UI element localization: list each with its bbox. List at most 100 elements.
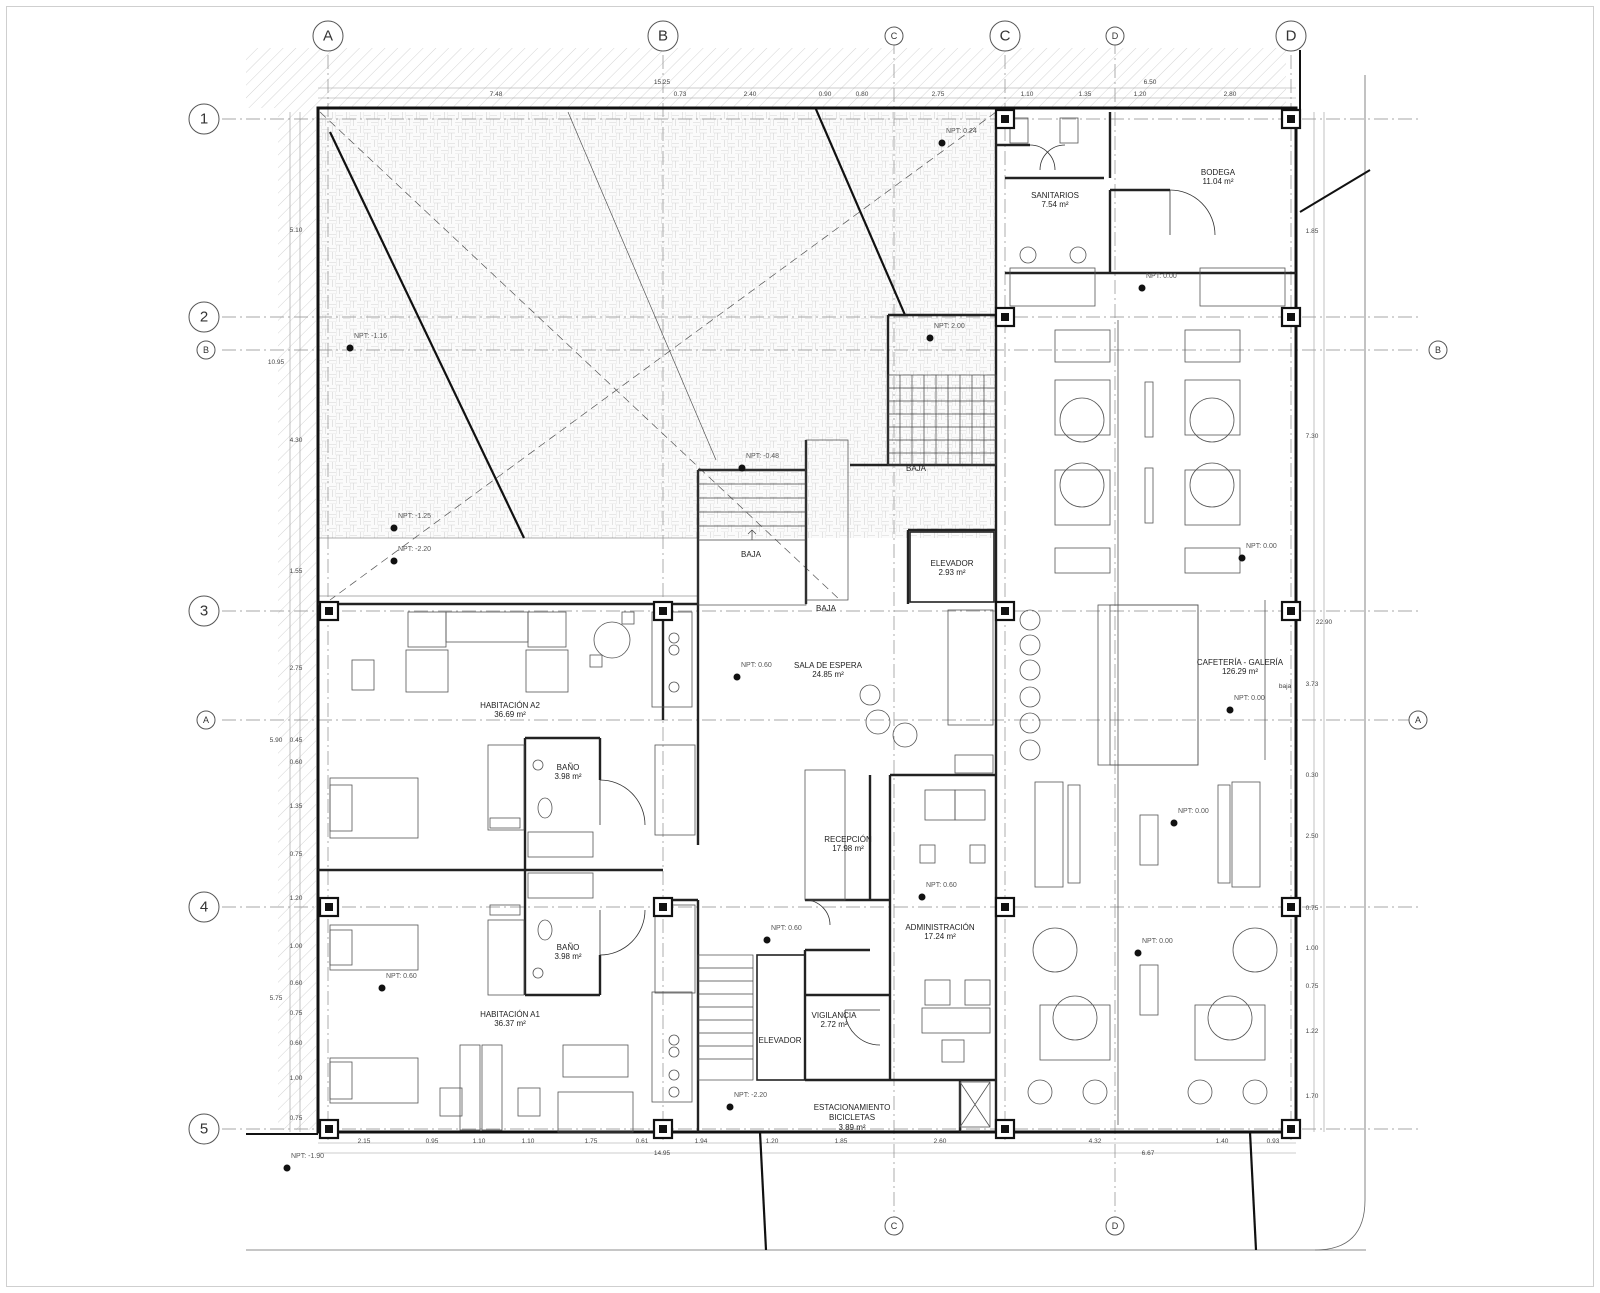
dim-left-16: 0.60 (290, 1040, 303, 1047)
grid-bubble-row-2: 2 (200, 309, 208, 326)
npt-label-10: NPT: 0.00 (1234, 695, 1265, 702)
grid-bubble-axis-left-b: B (203, 345, 209, 355)
npt-marker-14 (1134, 949, 1142, 957)
furniture (329, 117, 1278, 1133)
npt-label-5: NPT: -0.48 (746, 453, 779, 460)
dim-right-5: 0.30 (1306, 772, 1319, 779)
dim-top-inner-6: 2.75 (932, 91, 945, 98)
grid-bubble-top-b: B (658, 28, 668, 45)
room-bano-1-area: 3.98 m² (554, 772, 581, 781)
dim-top-inner-7: 1.10 (1021, 91, 1034, 98)
misc-labels: BAJA BAJA BAJA baja ELEVADOR (741, 464, 1292, 1045)
npt-marker-8 (1238, 554, 1246, 562)
doors (599, 144, 1216, 1046)
grid-bubble-top-c: C (1000, 28, 1011, 45)
elevator-shafts (756, 531, 995, 1081)
npt-marker-12 (918, 893, 926, 901)
npt-label-4: NPT: -1.16 (354, 333, 387, 340)
room-estacionamiento-area: 3.89 m² (838, 1123, 865, 1132)
dim-bottom-inner-6: 0.61 (636, 1138, 649, 1145)
dim-left-2: 10.95 (268, 359, 285, 366)
label-baja-stair-2: BAJA (906, 464, 927, 473)
dim-left-3: 4.30 (290, 437, 303, 444)
dim-right-10: 1.22 (1306, 1028, 1319, 1035)
room-admin-name: ADMINISTRACIÓN (905, 923, 975, 932)
dim-bottom-inner-13: 0.93 (1267, 1138, 1280, 1145)
dim-top-outer-1: 15.25 (654, 79, 671, 86)
dim-top-inner-3: 2.40 (744, 91, 757, 98)
site-hatch-left (278, 108, 316, 1130)
grid-bubble-row-1: 1 (200, 111, 208, 128)
dim-right-8: 1.00 (1306, 945, 1319, 952)
dim-top-inner-10: 2.80 (1224, 91, 1237, 98)
dim-top-inner-4: 0.90 (819, 91, 832, 98)
room-bano-2-name: BAÑO (557, 943, 580, 952)
grid-axes (222, 40, 1420, 1220)
npt-label-9: NPT: 0.60 (741, 662, 772, 669)
grid-bubble-axis-right-b: B (1435, 345, 1441, 355)
dim-left-9: 1.35 (290, 803, 303, 810)
structural-columns (318, 108, 1302, 1140)
dim-left-7: 0.45 (290, 737, 303, 744)
dim-top-inner-8: 1.35 (1079, 91, 1092, 98)
npt-label-8: NPT: 0.00 (1246, 543, 1277, 550)
dim-top-outer-2: 6.50 (1144, 79, 1157, 86)
room-hab-a2-area: 36.69 m² (494, 710, 526, 719)
dim-right-1: 1.85 (1306, 228, 1319, 235)
npt-marker-9 (733, 673, 741, 681)
dim-left-1: 5.10 (290, 227, 303, 234)
npt-marker-17 (283, 1164, 291, 1172)
grid-bubble-top-d: D (1112, 31, 1119, 41)
npt-marker-16 (726, 1103, 734, 1111)
npt-label-12: NPT: 0.60 (926, 882, 957, 889)
grid-bubble-row-4: 4 (200, 899, 208, 916)
npt-marker-15 (378, 984, 386, 992)
dim-top-inner-5: 0.80 (856, 91, 869, 98)
npt-label-14: NPT: 0.00 (1142, 938, 1173, 945)
grid-bubble-row-5: 5 (200, 1121, 208, 1138)
npt-marker-6 (390, 524, 398, 532)
room-recepcion-name: RECEPCIÓN (824, 835, 872, 844)
dim-bottom-outer-1: 14.95 (654, 1150, 671, 1157)
npt-label-15: NPT: 0.60 (386, 973, 417, 980)
dim-left-14: 0.60 (290, 980, 303, 987)
dim-left-5: 2.75 (290, 665, 303, 672)
npt-marker-5 (738, 464, 746, 472)
room-admin-area: 17.24 m² (924, 932, 956, 941)
room-hab-a2-name: HABITACIÓN A2 (480, 701, 540, 710)
npt-label-6: NPT: -1.25 (398, 513, 431, 520)
dim-left-4: 1.55 (290, 568, 303, 575)
dim-bottom-inner-2: 0.95 (426, 1138, 439, 1145)
room-bano-2-area: 3.98 m² (554, 952, 581, 961)
dim-right-3: 22.90 (1316, 619, 1333, 626)
partition-lines (487, 267, 1286, 1128)
dim-left-8: 0.60 (290, 759, 303, 766)
npt-marker-13 (763, 936, 771, 944)
dim-top-inner-1: 7.48 (490, 91, 503, 98)
grid-bubble-axis-right-a: A (1415, 715, 1421, 725)
stairs (697, 374, 997, 1081)
dim-bottom-inner-4: 1.10 (522, 1138, 535, 1145)
dim-right-9: 0.75 (1306, 983, 1319, 990)
grid-bubble-top-d: D (1286, 28, 1297, 45)
room-sanitarios-area: 7.54 m² (1041, 200, 1068, 209)
grid-bubbles (188, 20, 1448, 1236)
room-elevador-top-name: ELEVADOR (931, 559, 974, 568)
grid-bubble-top-c: C (891, 31, 898, 41)
dim-left-10: 0.75 (290, 851, 303, 858)
dim-bottom-inner-8: 1.20 (766, 1138, 779, 1145)
column-cores (325, 115, 1295, 1133)
room-bano-1-name: BAÑO (557, 763, 580, 772)
dimension-lines (289, 87, 1325, 1154)
dim-bottom-inner-5: 1.75 (585, 1138, 598, 1145)
room-estacionamiento-name: ESTACIONAMIENTO (814, 1103, 891, 1112)
grid-bubble-axis-left-a: A (203, 715, 209, 725)
room-vigilancia-name: VIGILANCIA (812, 1011, 858, 1020)
npt-label-11: NPT: 0.00 (1178, 808, 1209, 815)
dim-left-12: 1.00 (290, 943, 303, 950)
grid-bubble-bottom-d: D (1112, 1221, 1119, 1231)
courtyard-diagonals (319, 106, 997, 601)
